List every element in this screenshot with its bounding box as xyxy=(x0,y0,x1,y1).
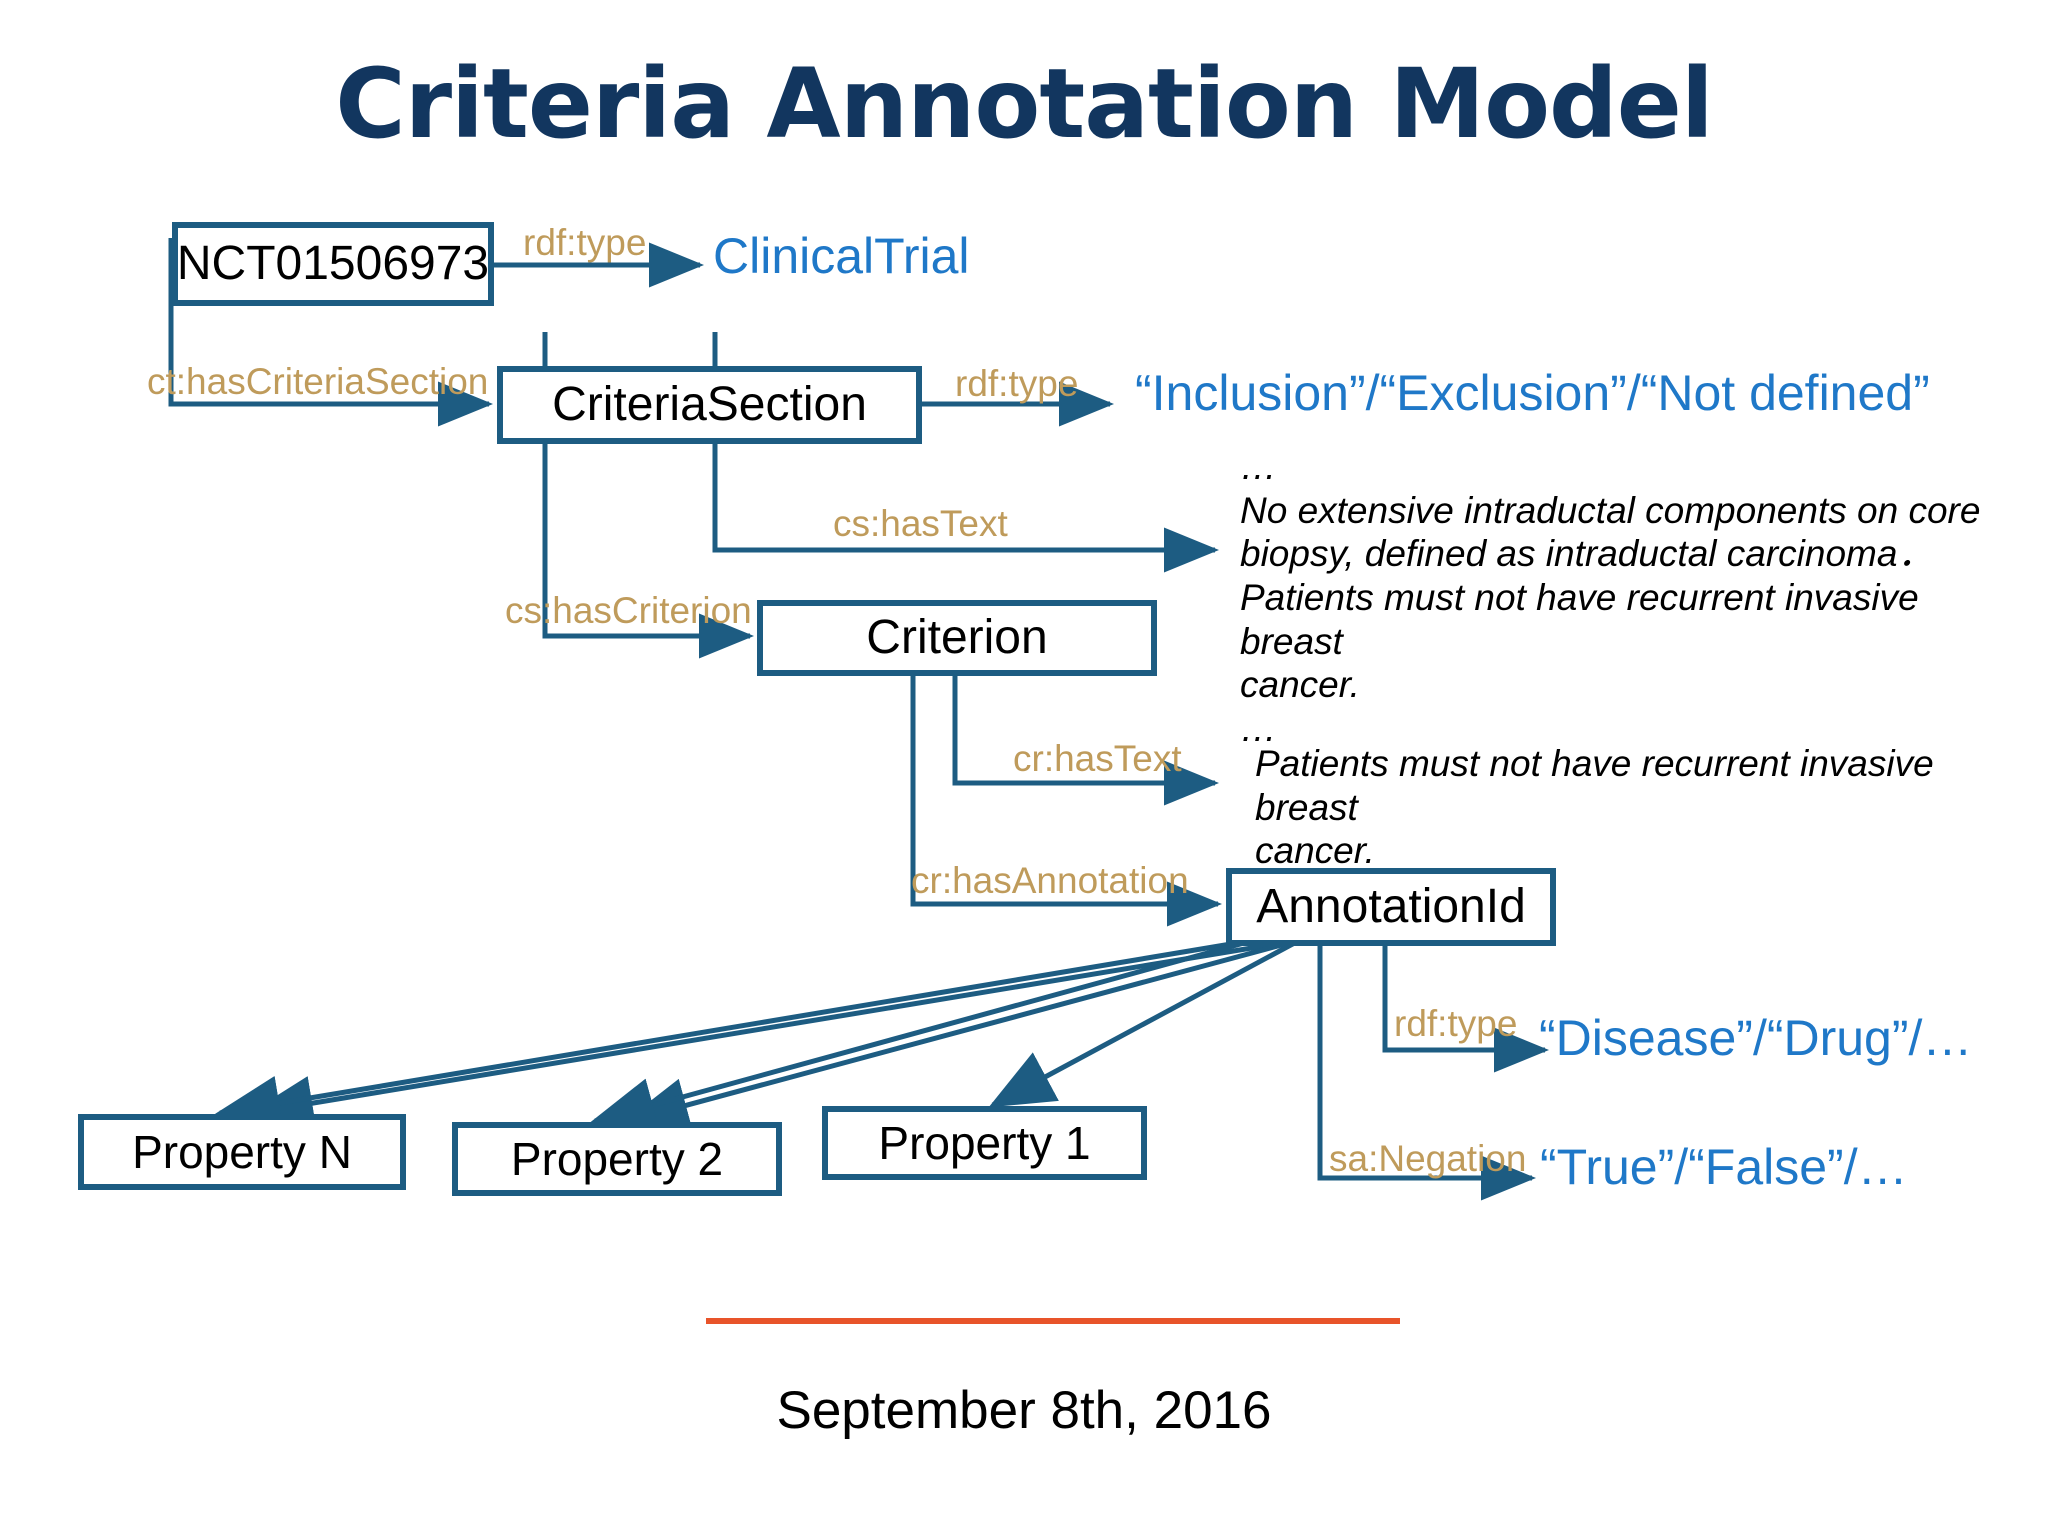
text-line: Patients must not have recurrent invasiv… xyxy=(1240,576,1919,662)
text-line: … xyxy=(1240,446,1279,487)
text-line: biopsy, defined as intraductal carcinoma… xyxy=(1240,533,1935,575)
node-annotationid[interactable]: AnnotationId xyxy=(1226,868,1556,946)
literal-clinicaltrial: ClinicalTrial xyxy=(713,228,970,284)
text-line: cancer. xyxy=(1255,830,1375,872)
literal-annotation-types: “Disease”/“Drug”/… xyxy=(1539,1010,1973,1066)
page-title: Criteria Annotation Model xyxy=(335,48,1714,160)
node-label: Property 1 xyxy=(878,1117,1091,1169)
node-criterion[interactable]: Criterion xyxy=(757,600,1157,676)
predicate-cs-hascriterion: cs:hasCriterion xyxy=(505,590,752,631)
predicate-cs-hastext: cs:hasText xyxy=(833,503,1008,544)
literal-section-types: “Inclusion”/“Exclusion”/“Not defined” xyxy=(1135,365,1930,421)
footer-date: September 8th, 2016 xyxy=(776,1381,1272,1440)
predicate-cr-hasannotation: cr:hasAnnotation xyxy=(911,860,1189,901)
node-nct01506973[interactable]: NCT01506973 xyxy=(172,222,494,306)
text-block-section: … No extensive intraductal components on… xyxy=(1240,445,2030,751)
text-line: Patients must not have recurrent invasiv… xyxy=(1255,743,1934,828)
predicate-rdf-type-trial: rdf:type xyxy=(523,222,647,263)
text-block-criterion: Patients must not have recurrent invasiv… xyxy=(1255,742,2045,873)
node-label: Property 2 xyxy=(510,1133,724,1185)
text-line: No extensive intraductal components on c… xyxy=(1240,489,1981,531)
node-property-1[interactable]: Property 1 xyxy=(822,1106,1147,1180)
predicate-sa-negation: sa:Negation xyxy=(1329,1138,1527,1179)
node-property-n[interactable]: Property N xyxy=(78,1114,406,1190)
node-label: CriteriaSection xyxy=(552,378,867,431)
node-label: NCT01506973 xyxy=(176,237,490,290)
predicate-cr-hastext: cr:hasText xyxy=(1013,738,1182,779)
predicate-rdf-type-section: rdf:type xyxy=(955,363,1079,404)
node-label: Criterion xyxy=(866,611,1048,664)
predicate-rdf-type-annotation: rdf:type xyxy=(1394,1003,1518,1044)
node-property-2[interactable]: Property 2 xyxy=(452,1122,782,1196)
text-line: cancer. xyxy=(1240,664,1360,706)
node-label: AnnotationId xyxy=(1256,880,1526,933)
predicate-ct-hascriteriasection: ct:hasCriteriaSection xyxy=(147,361,489,402)
literal-negation-values: “True”/“False”/… xyxy=(1540,1139,1908,1195)
node-criteriasection[interactable]: CriteriaSection xyxy=(497,366,922,444)
footer-divider xyxy=(706,1318,1400,1324)
text-line: … xyxy=(1240,707,1279,749)
node-label: Property N xyxy=(132,1126,352,1178)
